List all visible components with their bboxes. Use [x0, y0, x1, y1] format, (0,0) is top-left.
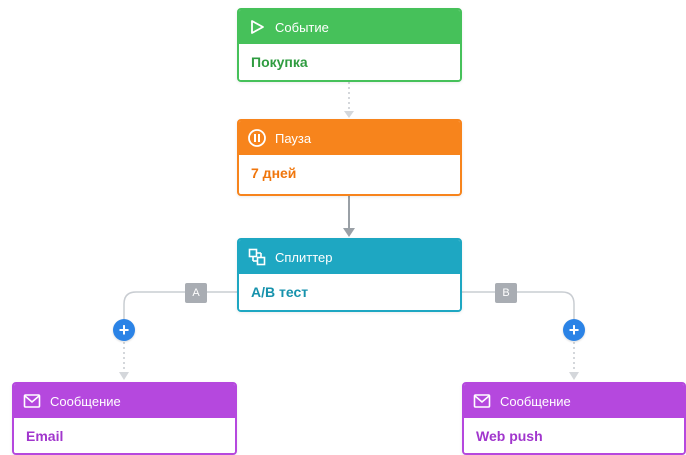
message-node-email-header: Сообщение	[14, 384, 235, 418]
branch-label-b: B	[495, 283, 517, 303]
connector-branch-a	[123, 291, 238, 320]
arrow-event-pause	[344, 111, 354, 118]
add-step-button-a[interactable]: +	[113, 319, 135, 341]
branch-label-a: A	[185, 283, 207, 303]
message-node-webpush-value: Web push	[464, 418, 684, 453]
message-node-webpush-title: Сообщение	[500, 393, 571, 409]
event-node-header: Событие	[239, 10, 460, 44]
message-node-email-title: Сообщение	[50, 393, 121, 409]
envelope-icon	[472, 391, 492, 411]
message-node-webpush-header: Сообщение	[464, 384, 684, 418]
pause-node-header: Пауза	[239, 121, 460, 155]
splitter-node[interactable]: Сплиттер A/B тест	[237, 238, 462, 312]
pause-node-title: Пауза	[275, 130, 312, 146]
arrow-pause-splitter	[343, 228, 355, 237]
arrow-branch-a	[119, 372, 129, 380]
pause-icon	[247, 128, 267, 148]
event-node[interactable]: Событие Покупка	[237, 8, 462, 82]
splitter-node-value: A/B тест	[239, 274, 460, 310]
pause-node[interactable]: Пауза 7 дней	[237, 119, 462, 196]
event-node-value: Покупка	[239, 44, 460, 80]
splitter-node-title: Сплиттер	[275, 249, 333, 265]
split-icon	[247, 247, 267, 267]
connector-branch-b	[462, 291, 575, 320]
message-node-webpush[interactable]: Сообщение Web push	[462, 382, 686, 455]
message-node-email[interactable]: Сообщение Email	[12, 382, 237, 455]
play-icon	[247, 17, 267, 37]
envelope-icon	[22, 391, 42, 411]
splitter-node-header: Сплиттер	[239, 240, 460, 274]
event-node-title: Событие	[275, 19, 329, 35]
arrow-branch-b	[569, 372, 579, 380]
message-node-email-value: Email	[14, 418, 235, 453]
add-step-button-b[interactable]: +	[563, 319, 585, 341]
pause-node-value: 7 дней	[239, 155, 460, 191]
